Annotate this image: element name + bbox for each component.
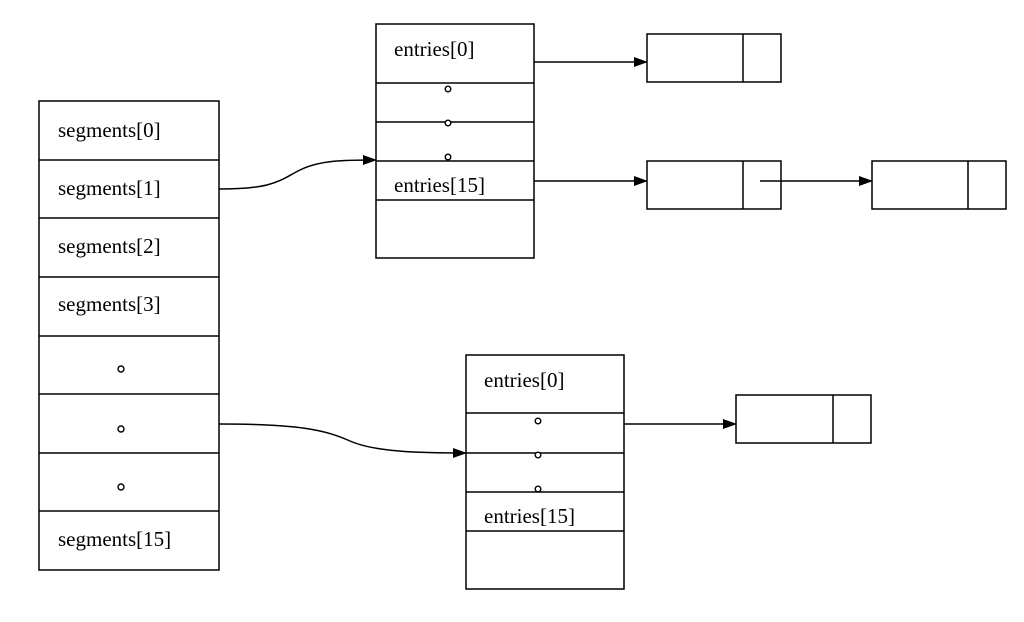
entries-table-top-frame (375, 23, 535, 259)
node-frame (871, 160, 1007, 210)
entries-table-bottom: entries[0] entries[15] (465, 354, 625, 590)
entry-label-0: entries[0] (484, 368, 564, 392)
hash-entry-node (735, 394, 872, 444)
entry-label-15: entries[15] (484, 504, 575, 528)
ellipsis-dot (444, 153, 452, 161)
segment-1-to-entries-arrow (218, 155, 377, 190)
segment-label-3: segments[3] (58, 292, 161, 316)
ellipsis-dot (117, 365, 125, 373)
node-frame (735, 394, 872, 444)
segment-label-0: segments[0] (58, 118, 161, 142)
segment-label-15: segments[15] (58, 527, 171, 551)
ellipsis-dot (444, 85, 452, 93)
segment-label-2: segments[2] (58, 234, 161, 258)
entry-label-0: entries[0] (394, 37, 474, 61)
segments-array: segments[0] segments[1] segments[2] segm… (38, 100, 220, 571)
hash-entry-node (646, 33, 782, 83)
node-frame (646, 160, 782, 210)
ellipsis-dot (117, 483, 125, 491)
hash-entry-node (871, 160, 1007, 210)
hash-entry-node (646, 160, 782, 210)
segment-dots-to-entries-arrow (218, 423, 467, 458)
ellipsis-dot (534, 451, 542, 459)
node-frame (646, 33, 782, 83)
segment-label-1: segments[1] (58, 176, 161, 200)
entry-label-15: entries[15] (394, 173, 485, 197)
ellipsis-dot (534, 485, 542, 493)
ellipsis-dot (534, 417, 542, 425)
ellipsis-dot (444, 119, 452, 127)
entries-table-bottom-frame (465, 354, 625, 590)
ellipsis-dot (117, 425, 125, 433)
entries-table-top: entries[0] entries[15] (375, 23, 535, 259)
